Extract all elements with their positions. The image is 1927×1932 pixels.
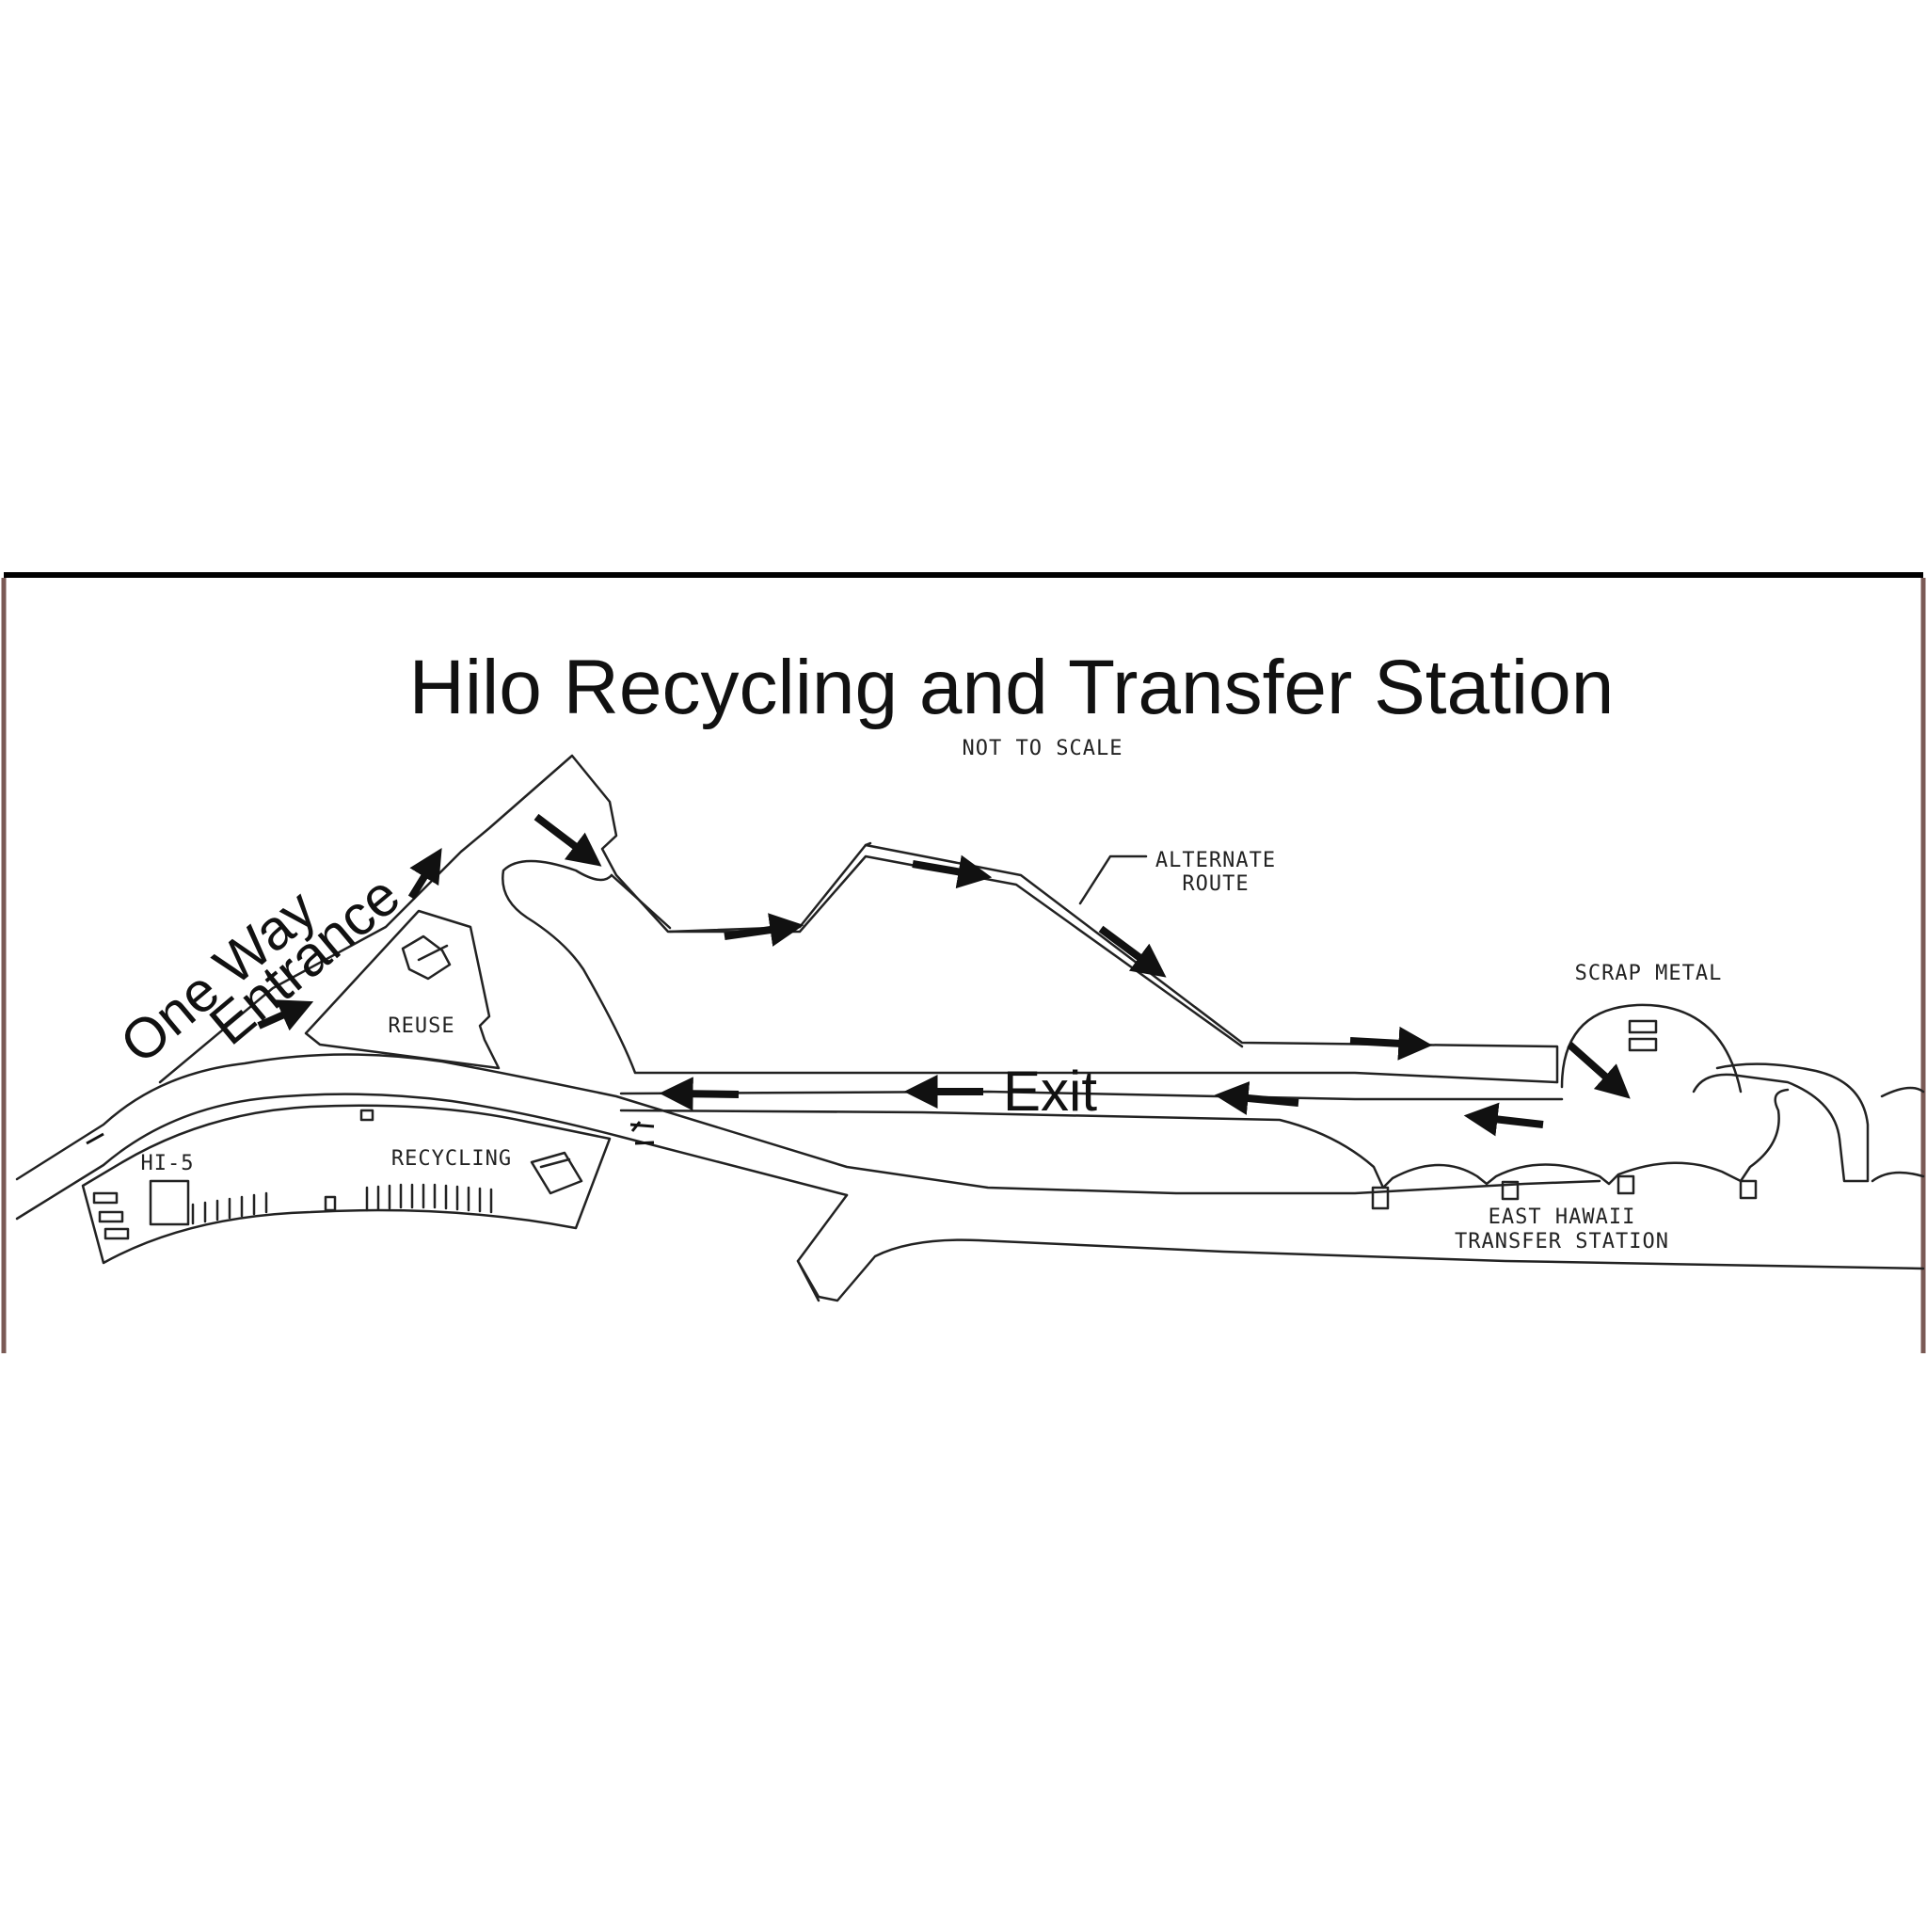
route-arrow-3 [912,854,993,889]
exit-arrow-1 [1463,1102,1544,1137]
label-scrap-metal: SCRAP METAL [1575,962,1723,985]
label-alternate-route-1: ALTERNATE [1155,849,1276,872]
alternate-route-leader [1078,854,1148,905]
route-arrow-6 [1567,1042,1631,1099]
label-recycling: RECYCLING [391,1147,512,1171]
reuse-area: REUSE [304,909,501,1070]
label-reuse: REUSE [388,1014,454,1038]
label-hi5: HI-5 [141,1152,195,1175]
label-east-hawaii-2: TRANSFER STATION [1455,1230,1669,1253]
route-arrow-2 [724,913,804,947]
exit-lane [619,1088,1790,1190]
label-alternate-route-2: ROUTE [1182,872,1249,896]
entrance-arrow-lower [257,999,314,1031]
map-title: Hilo Recycling and Transfer Station [409,645,1615,730]
route-arrow-4 [1098,925,1167,978]
east-road-stub [1871,1086,1925,1183]
scale-note: NOT TO SCALE [963,737,1123,760]
recycling-area: RECYCLING HI-5 [81,1104,612,1265]
hi5-building [149,1179,190,1226]
exit-arrow-2 [1214,1081,1299,1115]
transfer-station-bays: EAST HAWAII TRANSFER STATION [1371,1174,1758,1253]
traffic-arrows [257,813,1631,1137]
label-exit: Exit [1003,1060,1097,1123]
entrance-arrow-upper [407,848,442,900]
scrap-metal-area: SCRAP METAL [1560,962,1870,1183]
small-arrow-marks [86,1121,655,1145]
route-arrow-1 [534,813,602,867]
main-road [15,1053,1925,1302]
label-east-hawaii-1: EAST HAWAII [1489,1206,1636,1229]
route-arrow-5 [1349,1026,1433,1061]
